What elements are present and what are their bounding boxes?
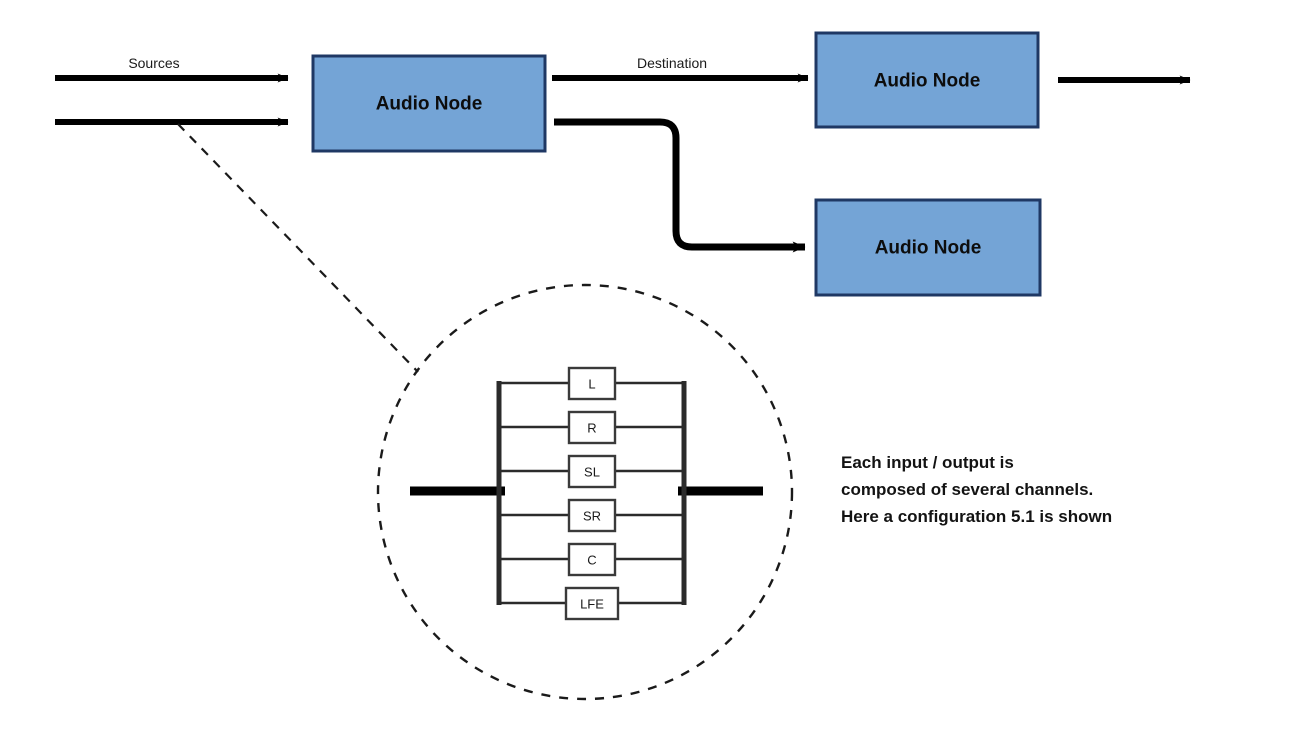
node-right-bottom-label: Audio Node — [875, 238, 982, 259]
sources-label: Sources — [128, 55, 179, 71]
caption-line-2: composed of several channels. — [841, 480, 1093, 499]
channel-box-lfe[interactable]: LFE — [564, 586, 620, 621]
channel-box-sl[interactable]: SL — [567, 454, 617, 489]
callout-circle — [376, 283, 794, 701]
channel-bus-detail: L R SL SR C LFE — [410, 366, 763, 621]
channel-box-c[interactable]: C — [567, 542, 617, 577]
channel-box-sl-label: SL — [584, 465, 600, 480]
node-left-box[interactable] — [311, 54, 547, 153]
node-left-label: Audio Node — [376, 94, 483, 115]
channel-box-l[interactable]: L — [567, 366, 617, 401]
channel-box-r-rect[interactable] — [567, 410, 617, 445]
node-right-bottom-box[interactable] — [814, 198, 1042, 297]
channel-box-l-label: L — [588, 377, 595, 392]
source-arrow-group — [55, 73, 289, 127]
node-right-bottom[interactable]: Audio Node — [814, 198, 1042, 297]
destination-label: Destination — [637, 55, 707, 71]
channel-box-lfe-rect[interactable] — [564, 586, 620, 621]
channel-box-r-label: R — [587, 421, 596, 436]
node-left[interactable]: Audio Node — [311, 54, 547, 153]
channel-box-sr-label: SR — [583, 509, 601, 524]
node-right-top[interactable]: Audio Node — [814, 31, 1040, 129]
channel-box-sl-rect[interactable] — [567, 454, 617, 489]
destination-elbow-connector — [554, 118, 806, 253]
channel-box-sr-rect[interactable] — [567, 498, 617, 533]
node-right-top-box[interactable] — [814, 31, 1040, 129]
caption-block: Each input / output is composed of sever… — [841, 453, 1112, 526]
channel-box-l-rect[interactable] — [567, 366, 617, 401]
channel-box-c-rect[interactable] — [567, 542, 617, 577]
node-right-top-label: Audio Node — [874, 71, 981, 92]
channel-box-r[interactable]: R — [567, 410, 617, 445]
channel-box-sr[interactable]: SR — [567, 498, 617, 533]
callout-leader-line — [177, 123, 419, 373]
caption-line-3: Here a configuration 5.1 is shown — [841, 507, 1112, 526]
channel-box-c-label: C — [587, 553, 596, 568]
caption-line-1: Each input / output is — [841, 453, 1014, 472]
channel-box-lfe-label: LFE — [580, 597, 604, 612]
